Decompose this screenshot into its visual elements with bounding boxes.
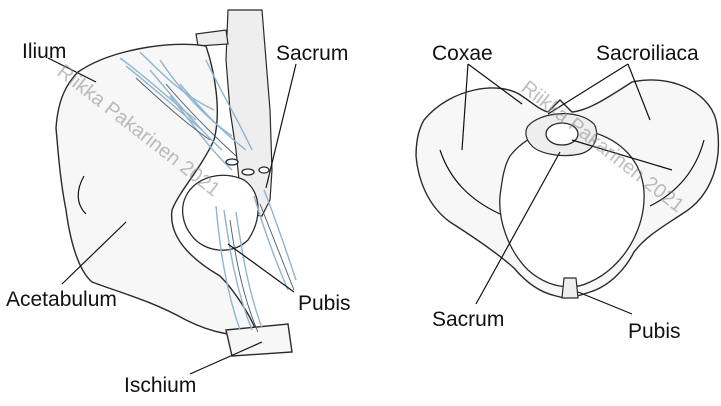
label-pubis-left: Pubis <box>298 292 351 315</box>
ischium-bone <box>226 324 292 356</box>
leader-pubis-right <box>578 292 632 314</box>
pubic-symphysis <box>562 278 578 298</box>
sacrum-top-process <box>196 30 228 46</box>
label-ischium: Ischium <box>124 374 196 397</box>
sacral-foramen-1 <box>226 159 238 165</box>
lateral-pelvis-view: Ilium Sacrum Acetabulum Pubis Ischium Ri… <box>6 10 351 397</box>
label-acetabulum: Acetabulum <box>6 288 117 311</box>
label-coxae: Coxae <box>432 42 493 65</box>
label-pubis-right: Pubis <box>628 320 681 343</box>
superior-pelvis-view: Coxae Sacroiliaca Sacrum Pubis Riikka Pa… <box>416 42 718 343</box>
label-ilium: Ilium <box>22 40 66 63</box>
label-sacrum-right: Sacrum <box>432 308 504 331</box>
label-sacrum-left: Sacrum <box>276 42 348 65</box>
sacral-foramen-2 <box>242 169 254 175</box>
leader-ischium <box>190 342 262 374</box>
label-sacroiliaca: Sacroiliaca <box>596 42 699 65</box>
sacral-foramen-3 <box>259 167 269 173</box>
